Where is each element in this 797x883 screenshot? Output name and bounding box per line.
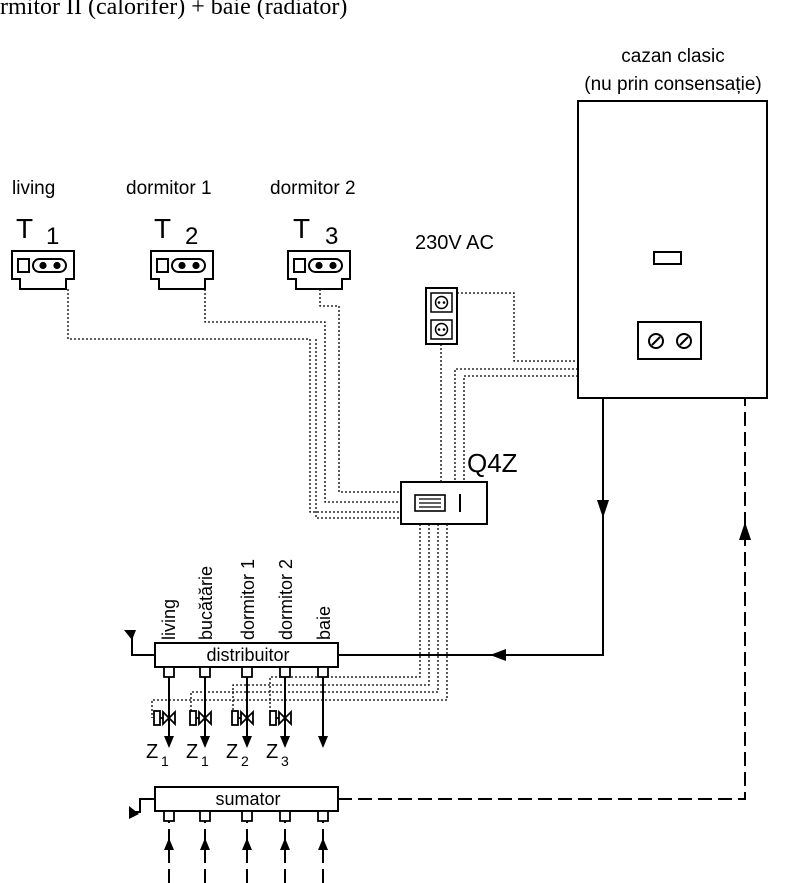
zone-letter: Z bbox=[226, 741, 238, 763]
zone-index: 3 bbox=[281, 753, 289, 769]
return-pipe bbox=[338, 398, 751, 800]
circuit-label: baie bbox=[314, 606, 334, 640]
distributor: living bucătărie dormitor 1 dormitor 2 b… bbox=[124, 559, 339, 748]
boiler-title-line-2: (nu prin consensație) bbox=[584, 74, 761, 95]
boiler-terminal-screws bbox=[648, 333, 692, 349]
collector: sumator bbox=[129, 786, 339, 883]
boiler-title-line-1: cazan clasic bbox=[621, 46, 725, 67]
distributor-circuit-labels: living bucătărie dormitor 1 dormitor 2 b… bbox=[159, 559, 334, 640]
zone-valve-icon bbox=[189, 710, 212, 726]
header-text: rmitor II (calorifer) + baie (radiator) bbox=[0, 0, 347, 20]
zone-valves bbox=[153, 710, 292, 726]
collector-inlets bbox=[163, 810, 329, 822]
thermostat-dormitor-1: dormitor 1 T 2 bbox=[126, 178, 214, 290]
zone-letter: Z bbox=[186, 741, 198, 763]
zone-valve-icon bbox=[231, 710, 254, 726]
thermostat-wiring bbox=[67, 289, 401, 519]
thermostat-room-label: living bbox=[12, 178, 55, 199]
thermostat-index: 2 bbox=[185, 223, 198, 250]
collector-return-pipes bbox=[164, 821, 328, 883]
valve-wiring bbox=[151, 524, 448, 718]
distributor-bar bbox=[154, 642, 339, 668]
collector-label: sumator bbox=[215, 789, 280, 809]
thermostat-icon bbox=[150, 250, 214, 290]
thermostat-dormitor-2: dormitor 2 T 3 bbox=[270, 178, 356, 290]
distributor-outlets bbox=[163, 666, 329, 678]
supply-pipe bbox=[338, 398, 609, 661]
zone-valve-icon bbox=[153, 710, 176, 726]
controller-q4z: Q4Z bbox=[400, 448, 518, 525]
zone-letter: Z bbox=[266, 741, 278, 763]
thermostat-letter: T bbox=[293, 213, 310, 244]
thermostat-room-label: dormitor 2 bbox=[270, 178, 356, 199]
power-label: 230V AC bbox=[415, 232, 494, 254]
zone-labels: Z 1 Z 1 Z 2 Z 3 bbox=[146, 741, 289, 769]
thermostat-index: 1 bbox=[46, 223, 59, 250]
controller-label: Q4Z bbox=[467, 448, 518, 478]
zone-index: 2 bbox=[241, 753, 249, 769]
boiler-display bbox=[653, 251, 682, 265]
power-boiler-wiring bbox=[440, 292, 578, 482]
thermostat-room-label: dormitor 1 bbox=[126, 178, 212, 199]
distributor-branch-pipes bbox=[164, 677, 328, 748]
zone-valve-icon bbox=[269, 710, 292, 726]
circuit-label: living bbox=[159, 599, 179, 640]
collector-bar bbox=[154, 786, 339, 812]
power-socket: 230V AC bbox=[415, 232, 494, 345]
circuit-label: dormitor 1 bbox=[238, 559, 258, 640]
thermostat-icon bbox=[11, 250, 75, 290]
thermostat-icon bbox=[287, 250, 351, 290]
circuit-label: bucătărie bbox=[196, 566, 216, 640]
thermostat-living: living T 1 bbox=[11, 178, 75, 290]
zone-index: 1 bbox=[201, 753, 209, 769]
thermostat-index: 3 bbox=[325, 223, 338, 250]
distributor-label: distribuitor bbox=[206, 645, 289, 665]
zone-letter: Z bbox=[146, 741, 158, 763]
circuit-label: dormitor 2 bbox=[276, 559, 296, 640]
thermostat-letter: T bbox=[154, 213, 171, 244]
boiler: cazan clasic (nu prin consensație) bbox=[577, 46, 768, 399]
thermostat-letter: T bbox=[16, 213, 33, 244]
zone-index: 1 bbox=[161, 753, 169, 769]
